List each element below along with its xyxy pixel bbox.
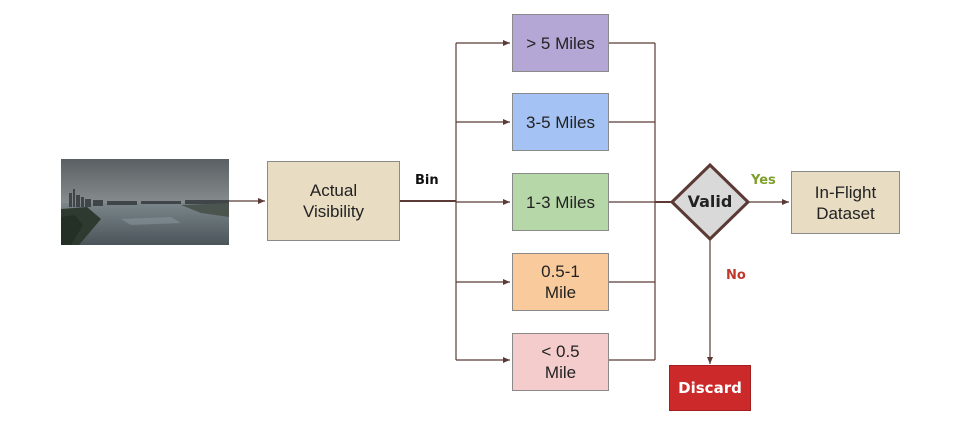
bin-node-1-3-miles: 1-3 Miles [512, 173, 609, 231]
actual-visibility-node: Actual Visibility [267, 161, 400, 241]
city-skyline-photo [61, 159, 229, 245]
skyline-image-icon [61, 159, 229, 245]
valid-diamond [669, 162, 751, 242]
bin-node-0-5-1-mile: 0.5-1 Mile [512, 253, 609, 311]
edge-label-bin: Bin [415, 173, 439, 188]
bin-node-lt-0-5-mile: < 0.5 Mile [512, 333, 609, 391]
bin-node-3-5-miles: 3-5 Miles [512, 93, 609, 151]
valid-decision-label: Valid [687, 191, 733, 211]
in-flight-dataset-node: In-Flight Dataset [791, 171, 900, 234]
edge-label-no: No [726, 268, 746, 283]
bin-node-gt-5-miles: > 5 Miles [512, 14, 609, 72]
discard-node: Discard [669, 365, 751, 411]
edge-label-yes: Yes [751, 173, 776, 188]
